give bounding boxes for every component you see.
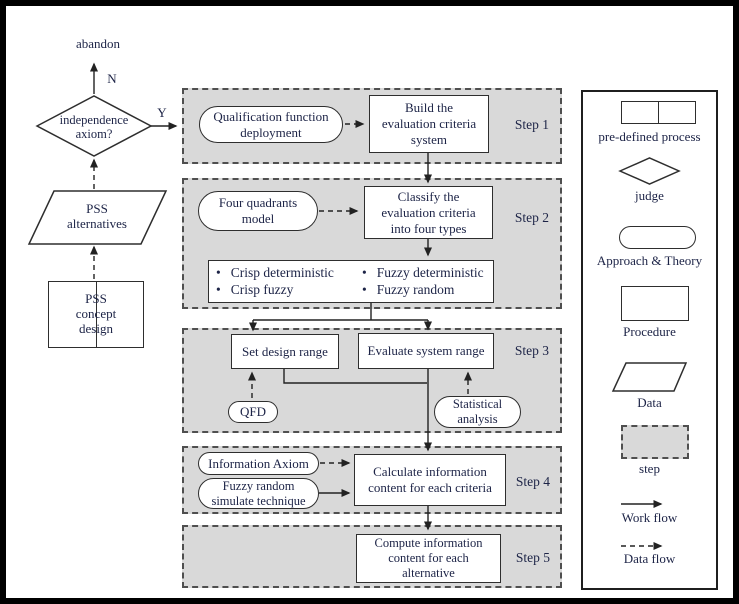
legend-predefined-process-label: pre-defined process (598, 129, 701, 144)
build-evaluation-criteria-box: Build the evaluation criteria system (369, 95, 489, 153)
criteria-crisp-fuzzy: Crisp fuzzy (209, 282, 355, 298)
legend-dataflow-label: Data flow (623, 551, 676, 566)
legend-step-shape (621, 425, 689, 459)
evaluate-system-range-box: Evaluate system range (358, 333, 494, 369)
qualification-function-deployment-stadium: Qualification function deployment (199, 106, 343, 143)
fuzzy-random-simulate-stadium: Fuzzy random simulate technique (198, 478, 319, 509)
criteria-crisp-deterministic: Crisp deterministic (209, 265, 355, 281)
criteria-fuzzy-deterministic: Fuzzy deterministic (355, 265, 493, 281)
qfd-stadium: QFD (228, 401, 278, 423)
pss-alternatives-label: PSS alternatives (67, 201, 127, 231)
no-label: N (107, 71, 117, 86)
step3-label: Step 3 (514, 343, 550, 358)
legend-step-label: step (639, 461, 660, 476)
pss-concept-design-box: .cdl::before{left:10px;} .cdl::after{rig… (48, 281, 144, 348)
criteria-fuzzy-random: Fuzzy random (355, 282, 493, 298)
decision-label: independence axiom? (59, 113, 129, 142)
step5-label: Step 5 (515, 550, 551, 565)
calculate-information-content-box: Calculate information content for each c… (354, 454, 506, 506)
set-design-range-box: Set design range (231, 334, 339, 369)
yes-label: Y (157, 105, 167, 120)
step1-label: Step 1 (514, 117, 550, 132)
four-quadrants-model-stadium: Four quadrants model (198, 191, 318, 231)
legend-approach-label: Approach & Theory (596, 253, 703, 268)
statistical-analysis-stadium: Statistical analysis (434, 396, 521, 428)
legend-predefined-process-shape (621, 101, 696, 124)
criteria-types-box: Crisp deterministic Fuzzy deterministic … (208, 260, 494, 303)
information-axiom-stadium: Information Axiom (198, 452, 319, 475)
legend-workflow-label: Work flow (621, 510, 678, 525)
step2-label: Step 2 (514, 210, 550, 225)
abandon-label: abandon (75, 36, 121, 51)
compute-information-content-box: Compute information content for each alt… (356, 534, 501, 583)
legend-judge-label: judge (635, 188, 664, 203)
legend-procedure-shape (621, 286, 689, 321)
classify-evaluation-criteria-box: Classify the evaluation criteria into fo… (364, 186, 493, 239)
legend-approach-shape (619, 226, 696, 249)
step4-label: Step 4 (515, 474, 551, 489)
legend-procedure-label: Procedure (623, 324, 676, 339)
legend-data-label: Data (637, 395, 662, 410)
pss-concept-design-label: PSS concept design (75, 291, 117, 336)
